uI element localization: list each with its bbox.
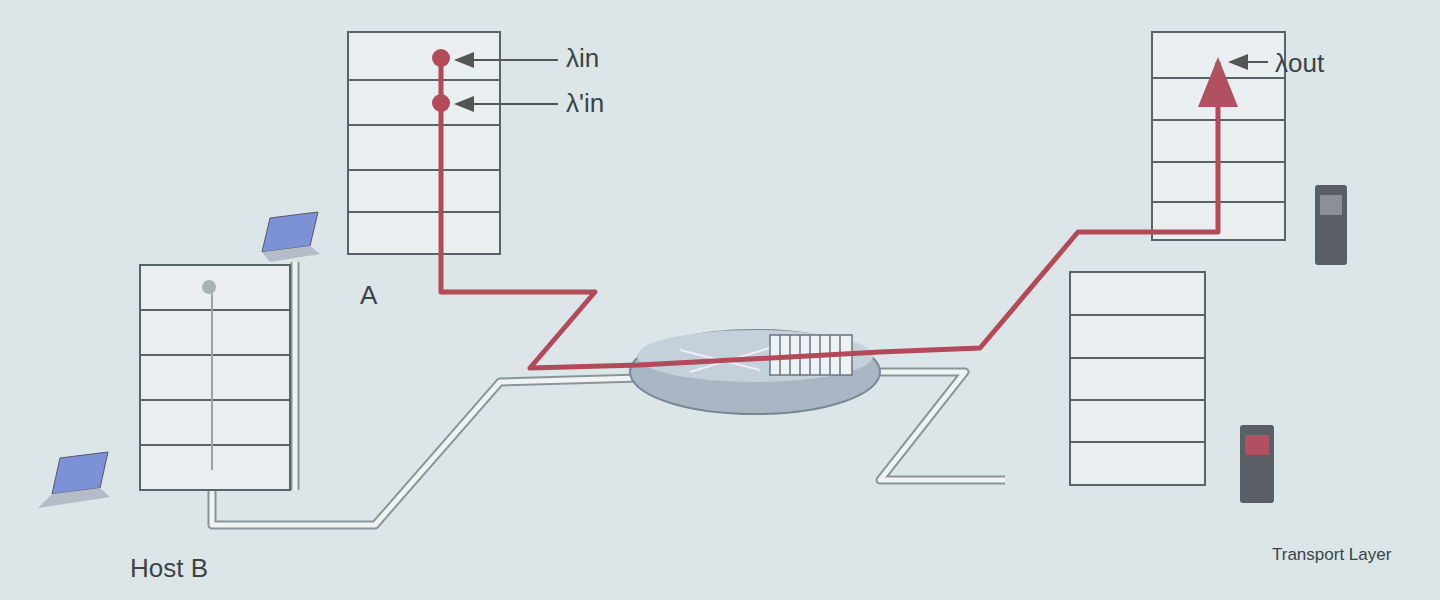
- rate-label: λout: [1275, 50, 1324, 76]
- laptop-icon: [38, 212, 320, 508]
- protocol-stack: [140, 32, 1285, 490]
- host-label: A: [360, 282, 377, 308]
- flow-path: [441, 58, 1218, 368]
- router: [630, 330, 880, 414]
- link-pipe: [212, 262, 1130, 525]
- footer-note: Transport Layer: [1272, 546, 1391, 563]
- server-icon: [1240, 185, 1347, 503]
- rate-label: λin: [566, 45, 599, 71]
- host-label: Host B: [130, 555, 208, 581]
- rate-label: λ'in: [566, 90, 604, 116]
